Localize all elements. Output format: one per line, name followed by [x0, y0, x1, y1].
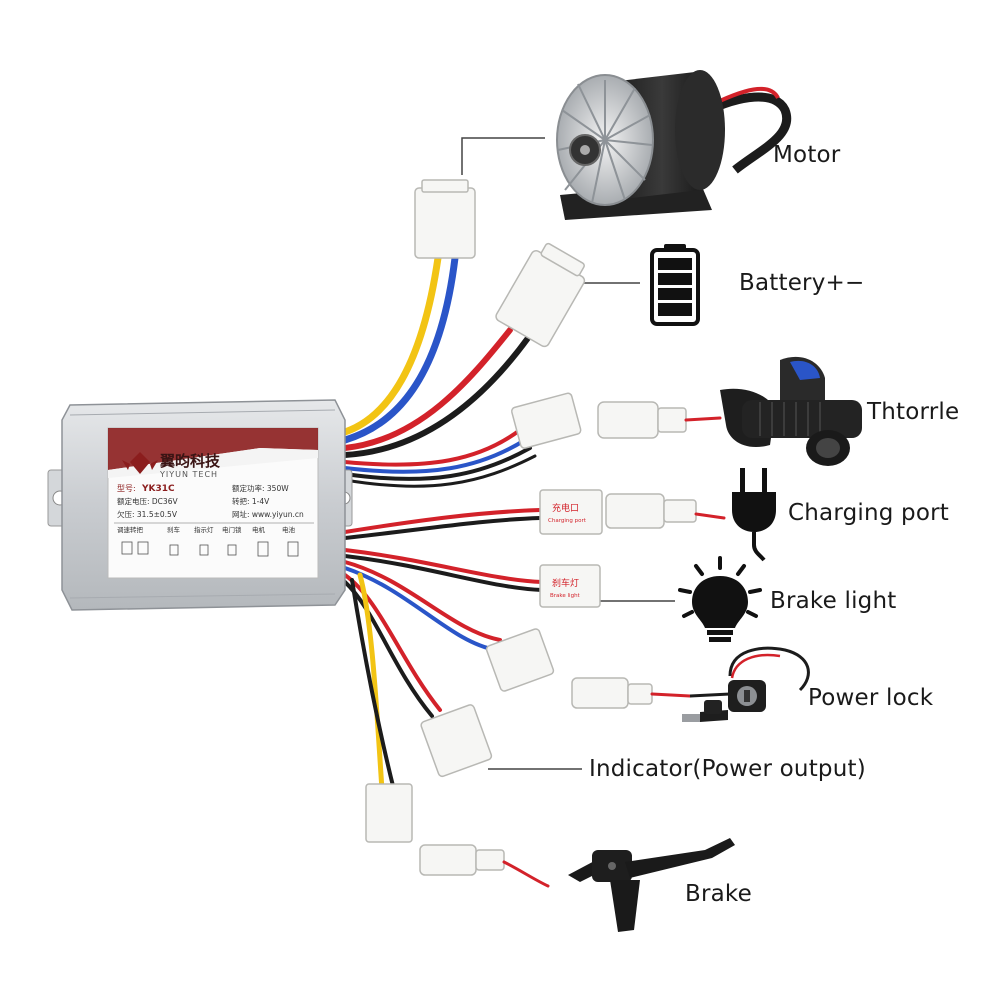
- port-label-throttle: 调速转把: [117, 525, 144, 534]
- wires-upper: [341, 254, 537, 488]
- model-label: 型号:: [117, 484, 136, 493]
- power-lock-connector: [485, 628, 555, 692]
- controller-label: 翼昀科技 YIYUN TECH 型号: YK31C 额定电压: DC36V 额定…: [114, 452, 314, 557]
- battery-connector: [495, 242, 586, 348]
- leader-lines: [461, 137, 675, 770]
- undervoltage: 欠压: 31.5±0.5V: [117, 509, 178, 519]
- charging-tag-en: Charging port: [548, 518, 587, 524]
- motor-icon: [556, 70, 792, 220]
- brand-cn: 翼昀科技: [159, 452, 221, 470]
- battery-icon: [650, 244, 700, 326]
- indicator-connector: [420, 704, 493, 778]
- label-charging-port: Charging port: [788, 500, 950, 526]
- port-label-lock: 电门锁: [222, 525, 242, 534]
- label-power-lock: Power lock: [808, 685, 934, 711]
- brake-light-tag: [539, 564, 601, 608]
- label-brake: Brake: [685, 881, 752, 907]
- port-label-battery: 电池: [282, 525, 296, 534]
- website: 网址: www.yiyun.cn: [232, 509, 304, 519]
- brand-logo: [122, 452, 158, 474]
- motor-connector: [414, 187, 476, 259]
- port-label-motor: 电机: [252, 525, 266, 534]
- throttle-connector: [510, 392, 582, 449]
- device-stubs: [502, 416, 726, 888]
- wires-lower: [343, 508, 544, 793]
- throttle-icon: [720, 356, 862, 466]
- brand-en: YIYUN TECH: [159, 470, 218, 479]
- charging-tag-cn: 充电口: [552, 502, 579, 514]
- rated-power: 额定功率: 350W: [232, 483, 289, 493]
- port-label-indicator: 指示灯: [194, 525, 214, 534]
- label-battery: Battery+−: [739, 270, 865, 296]
- label-throttle: Thtorrle: [867, 399, 960, 425]
- key-lock-icon: [682, 646, 810, 722]
- plug-icon: [732, 468, 776, 562]
- charging-tag: [539, 489, 603, 535]
- port-pinout-diagram: [121, 541, 299, 557]
- label-brake-light: Brake light: [770, 588, 897, 614]
- connectors: [365, 179, 697, 876]
- motor-leader: [461, 137, 545, 175]
- rated-voltage: 额定电压: DC36V: [117, 496, 178, 506]
- bulb-icon: [678, 556, 762, 642]
- port-label-brake: 刹车: [167, 525, 181, 534]
- brake-lever-icon: [568, 838, 735, 932]
- brake-light-tag-en: Brake light: [550, 593, 581, 599]
- label-indicator: Indicator(Power output): [589, 756, 866, 782]
- brake-connector: [365, 783, 413, 843]
- connector-tags-text: 充电口 Charging port 刹车灯 Brake light: [548, 502, 587, 599]
- model-value: YK31C: [141, 484, 175, 494]
- port-labels: 调速转把 刹车 指示灯 电门锁 电机 电池: [117, 525, 296, 534]
- controller-box: [47, 399, 353, 611]
- throttle-range: 转把: 1-4V: [232, 496, 270, 506]
- brake-light-tag-cn: 刹车灯: [552, 577, 579, 589]
- label-motor: Motor: [773, 142, 841, 168]
